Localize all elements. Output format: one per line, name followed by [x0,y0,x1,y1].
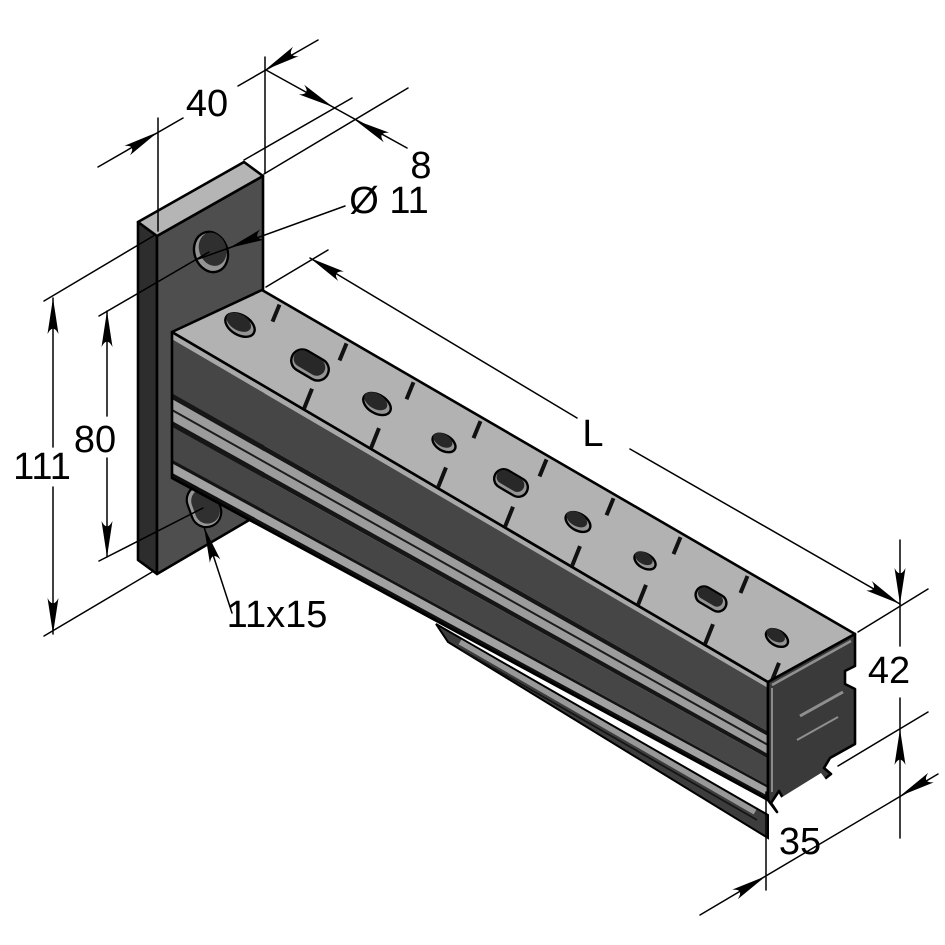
rail-front-band [172,421,768,759]
dimension-channel-height-42: 42 [837,539,929,839]
dim-8-label: 8 [410,145,431,187]
arrowhead [101,521,113,557]
lip-strip-highlight [458,639,757,815]
rail-round-hole [633,551,657,571]
dim-80-label: 80 [74,419,116,461]
plate-left-face [136,220,159,576]
arrowhead [229,229,265,248]
edge-slit [537,458,549,478]
dim-L-label: L [582,413,603,455]
edge-slit [570,545,582,567]
arrowhead [310,258,344,282]
rail-front-band [172,339,768,732]
rail-front-band [172,463,768,796]
dimensions: 40 8 Ø 11 111 80 11x15 [13,39,939,916]
edge-slit [671,536,683,555]
plate-top-face [136,160,265,238]
strut-channel-rail [170,288,857,840]
dim-11x15-label: 11x15 [227,594,328,636]
rail-front-band [172,393,768,737]
edge-slit [503,506,515,528]
arrowhead [900,772,934,796]
end-inner-highlight-1 [799,690,844,718]
rail-round-hole [224,312,256,338]
dim-40-label: 40 [186,83,228,125]
dim-35-label: 35 [779,821,821,863]
edge-slit [471,420,483,439]
arrowhead [124,132,158,156]
dimension-hole-spacing-80: 80 [74,310,116,558]
rail-round-hole [764,627,790,649]
hole-center-extension-top [98,251,210,317]
edge-slit [604,497,616,517]
arrowhead [204,527,221,563]
plate-round-hole [192,230,230,274]
rail-inner-lip-strip [435,623,769,840]
hole-center-extension-bottom [98,507,204,562]
arrowhead [47,598,59,634]
rail-front-band [172,459,768,789]
rail-round-hole [362,391,392,417]
end-inner-highlight-2 [796,716,839,741]
dim-111-label: 111 [13,446,71,488]
rail-round-hole [564,510,592,534]
edge-slit [738,575,750,594]
edge-slit [404,381,416,401]
channel-profile [766,632,857,814]
arrowhead [101,311,113,347]
arrowhead [265,46,299,70]
arrowhead [355,120,390,143]
edge-slit [436,466,448,489]
arrowhead [298,84,333,107]
edge-slit [337,342,349,362]
dimension-plate-width-40: 40 [97,39,319,232]
dimension-channel-width-35: 35 [699,773,939,916]
arrowhead [47,298,59,334]
arrowhead [866,580,900,604]
rail-round-hole [431,432,457,454]
arrowhead [894,729,906,765]
edge-slit [636,584,648,606]
rail-slot-hole [290,348,330,382]
dimension-arrowheads [47,46,934,900]
end-web-thickness-highlight [771,639,852,687]
rail-slot-hole [694,585,728,613]
edge-slit [270,303,282,323]
dim-42-label: 42 [868,650,910,692]
edge-slit [302,388,314,410]
dimension-plate-height-111: 111 [13,234,156,637]
lip-strip-shadow [461,649,758,821]
arrowhead [894,568,906,604]
groove-center-line [171,409,769,746]
rail-front-band [172,426,768,786]
dim-d11-label: Ø 11 [349,180,429,222]
dimension-rail-length-L: L [265,249,929,633]
edge-slit [703,623,715,645]
arrowhead [732,876,766,900]
rail-top-face-holes [224,312,790,649]
rail-slot-hole [492,467,530,499]
channel-opening-gap [779,773,827,807]
rail-end-face [766,632,857,814]
dimension-slot-size-11x15: 11x15 [203,526,328,636]
edge-slit [369,427,381,449]
dimension-plate-thickness-8: 8 [243,69,432,187]
